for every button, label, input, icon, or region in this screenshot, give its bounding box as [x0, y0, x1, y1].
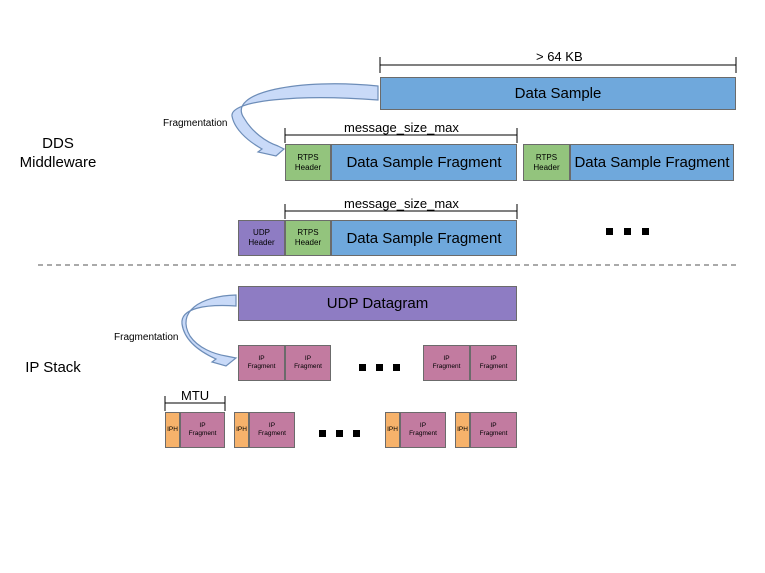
- ip-stack-label: IP Stack: [25, 359, 81, 376]
- udp-datagram-block: UDP Datagram: [238, 286, 517, 321]
- ip-fragment-block: IP Fragment: [423, 345, 470, 381]
- ellipsis-dot: [359, 364, 366, 371]
- mtu-label: MTU: [181, 388, 210, 403]
- rtps-header-block: RTPS Header: [285, 144, 331, 181]
- ip-fragment-block: IP Fragment: [249, 412, 295, 448]
- udp-header-block: UDP Header: [238, 220, 285, 256]
- fragmentation-arrow-2: [181, 294, 238, 367]
- rtps-header-block: RTPS Header: [285, 220, 331, 256]
- ellipsis-dot: [642, 228, 649, 235]
- ip-fragment-block: IP Fragment: [400, 412, 446, 448]
- fragmentation-label: Fragmentation: [114, 332, 179, 343]
- ellipsis-dot: [376, 364, 383, 371]
- ellipsis-dot: [353, 430, 360, 437]
- ip-header-block: IPH: [455, 412, 470, 448]
- ellipsis-dot: [606, 228, 613, 235]
- ellipsis-dot: [624, 228, 631, 235]
- fragmentation-label: Fragmentation: [163, 118, 228, 129]
- data-sample-fragment-block: Data Sample Fragment: [331, 144, 517, 181]
- ip-fragment-block: IP Fragment: [285, 345, 331, 381]
- data-sample-block: Data Sample: [380, 77, 736, 110]
- ip-fragment-block: IP Fragment: [470, 412, 517, 448]
- ip-fragment-block: IP Fragment: [238, 345, 285, 381]
- ip-fragment-block: IP Fragment: [180, 412, 225, 448]
- ellipsis-dot: [336, 430, 343, 437]
- size-64kb-label: > 64 KB: [536, 49, 583, 64]
- fragmentation-arrow-1: [231, 83, 379, 157]
- ip-header-block: IPH: [234, 412, 249, 448]
- message-size-max-label: message_size_max: [344, 196, 459, 211]
- ip-header-block: IPH: [385, 412, 400, 448]
- data-sample-fragment-block: Data Sample Fragment: [570, 144, 734, 181]
- ip-fragment-block: IP Fragment: [470, 345, 517, 381]
- dds-middleware-label: DDS Middleware: [19, 135, 97, 171]
- rtps-header-block: RTPS Header: [523, 144, 570, 181]
- ip-header-block: IPH: [165, 412, 180, 448]
- ellipsis-dot: [393, 364, 400, 371]
- message-size-max-label: message_size_max: [344, 120, 459, 135]
- ellipsis-dot: [319, 430, 326, 437]
- data-sample-fragment-block: Data Sample Fragment: [331, 220, 517, 256]
